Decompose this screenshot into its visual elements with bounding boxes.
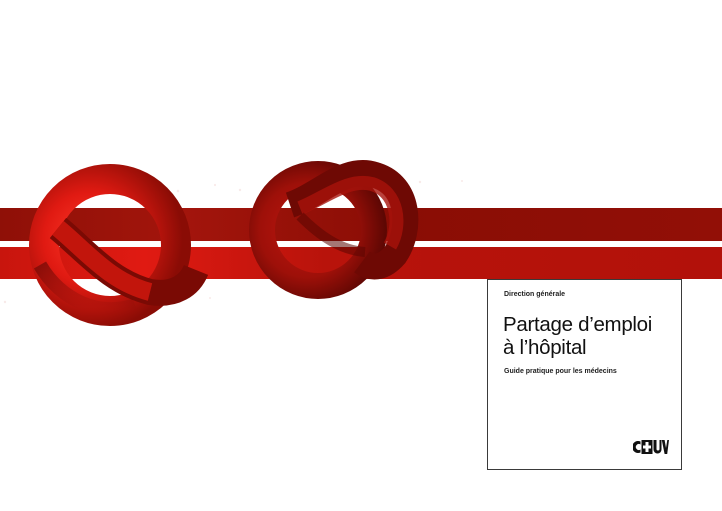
ribbon-highlights — [3, 180, 463, 304]
right-knot — [249, 160, 419, 299]
department-label: Direction générale — [504, 291, 566, 298]
document-title: Partage d’emploi à l’hôpital — [503, 313, 678, 359]
title-line-1: Partage d’emploi — [503, 313, 653, 336]
chuv-logo — [633, 440, 669, 454]
document-subtitle: Guide pratique pour les médecins — [504, 368, 617, 375]
cover-title-card: Direction générale Partage d’emploi à l’… — [487, 279, 682, 470]
title-line-2: à l’hôpital — [503, 336, 587, 359]
left-knot — [29, 164, 209, 326]
